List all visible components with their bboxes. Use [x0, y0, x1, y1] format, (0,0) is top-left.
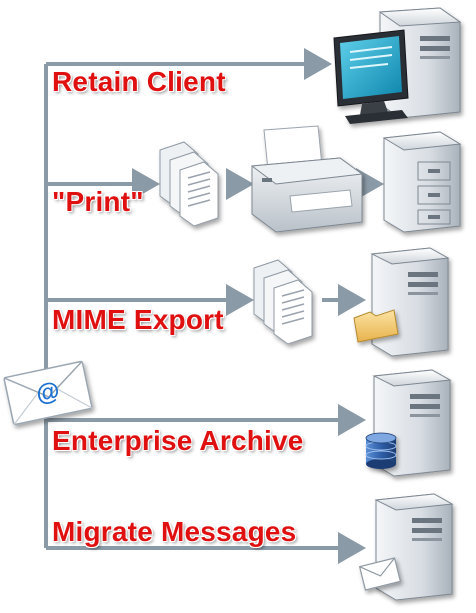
label-print: "Print" [52, 186, 144, 217]
connectors [44, 48, 384, 564]
desktop-computer-icon [333, 7, 462, 124]
file-cabinet-icon [382, 131, 462, 233]
label-enterprise-archive: Enterprise Archive [52, 425, 304, 456]
at-sign-icon: @ [34, 377, 63, 408]
database-icon [365, 432, 397, 469]
email-envelope-icon: @ [3, 360, 93, 426]
server-icon-mime [370, 247, 450, 357]
label-mime-export: MIME Export [52, 304, 224, 335]
label-retain-client: Retain Client [52, 66, 226, 97]
folder-icon [353, 309, 399, 343]
label-migrate-messages: Migrate Messages [52, 516, 297, 547]
small-envelope-icon [358, 557, 402, 591]
documents-icon-print [159, 141, 219, 227]
documents-icon-mime [253, 259, 313, 345]
printer-icon [250, 125, 364, 233]
